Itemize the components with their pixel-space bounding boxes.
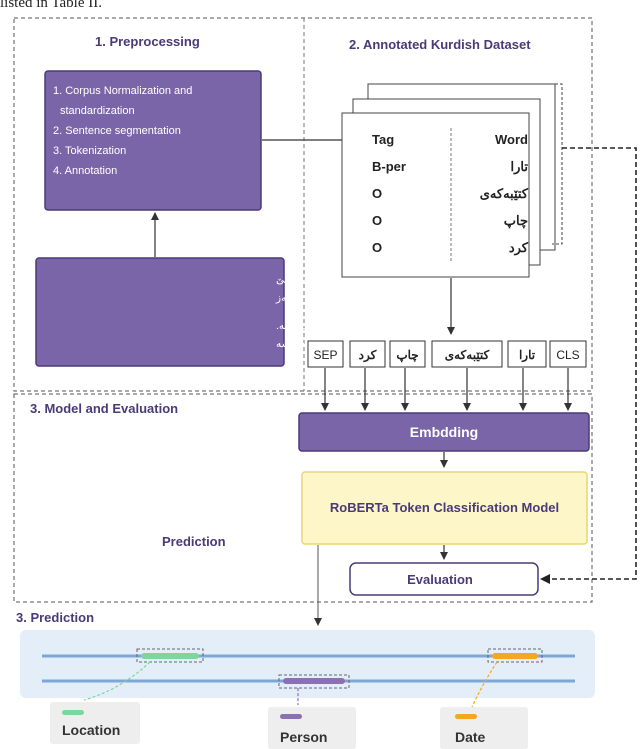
feedback-dashed-arrow bbox=[548, 147, 637, 580]
person-highlight-frame bbox=[278, 674, 350, 689]
prediction-title: 3. Prediction bbox=[16, 610, 94, 625]
dataset-header-tag: Tag bbox=[372, 132, 394, 147]
date-highlight bbox=[492, 653, 538, 659]
model-frame bbox=[13, 393, 593, 603]
model-title: 3. Model and Evaluation bbox=[30, 401, 178, 416]
token-sep-box bbox=[307, 340, 344, 368]
kurdish-line-2: جیاوازی ئاین و ڕەنگ و ڕەگەز bbox=[275, 291, 404, 304]
dataset-word-4: کرد bbox=[509, 240, 529, 256]
preprocessing-box bbox=[44, 70, 262, 211]
token-3: کتێبەکەی bbox=[445, 348, 490, 362]
model-label: RoBERTa Token Classification Model bbox=[330, 500, 559, 515]
token-3-box bbox=[431, 340, 503, 368]
evaluation-box bbox=[349, 562, 539, 596]
token-2: چاپ bbox=[396, 348, 418, 362]
legend-person-swatch bbox=[280, 714, 302, 719]
preprocessing-step-4: 4. Annotation bbox=[53, 165, 117, 177]
date-connector bbox=[471, 661, 498, 708]
dataset-page-front bbox=[341, 112, 530, 278]
person-highlight bbox=[283, 678, 345, 684]
model-box bbox=[301, 471, 588, 545]
dataset-word-2: کتێبەکەی bbox=[480, 186, 529, 201]
token-4: تارا bbox=[519, 348, 536, 363]
token-1-box bbox=[349, 340, 386, 368]
caption-fragment: listed in Table II. bbox=[0, 0, 102, 11]
dataset-tag-3: O bbox=[372, 213, 382, 228]
token-2-box bbox=[389, 340, 426, 368]
prediction-panel bbox=[20, 630, 595, 698]
location-connector bbox=[83, 661, 151, 701]
dataset-word-3: چاپ bbox=[504, 213, 528, 229]
preprocessing-step-2: 2. Sentence segmentation bbox=[53, 125, 181, 137]
location-highlight bbox=[141, 653, 199, 659]
token-sep: SEP bbox=[313, 348, 337, 362]
token-1: کرد bbox=[359, 348, 377, 363]
legend-date-swatch bbox=[455, 714, 477, 719]
kurdish-text-box bbox=[35, 257, 285, 367]
preprocessing-step-1-cont: standardization bbox=[60, 105, 135, 117]
token-cls: CLS bbox=[556, 348, 579, 362]
legend-person-label: Person bbox=[280, 729, 327, 745]
legend-location-swatch bbox=[62, 710, 84, 715]
token-4-box bbox=[507, 340, 547, 368]
dataset-title: 2. Annotated Kurdish Dataset bbox=[349, 37, 531, 52]
dataset-tag-2: O bbox=[372, 186, 382, 201]
dataset-word-1: تارا bbox=[511, 159, 529, 175]
token-cls-box bbox=[549, 340, 587, 368]
prediction-side-label: Prediction bbox=[162, 534, 226, 549]
dataset-tag-1: B-per bbox=[372, 159, 406, 174]
embedding-box bbox=[298, 412, 590, 452]
preprocessing-step-3: 3. Tokenization bbox=[53, 145, 126, 157]
legend-date-label: Date bbox=[455, 729, 486, 745]
location-highlight-frame bbox=[136, 648, 204, 663]
preprocessing-title: 1. Preprocessing bbox=[95, 34, 200, 49]
kurdish-line-3: شاری کەرکوک جیا لەوەی دڵی کوردستانە. bbox=[276, 318, 456, 332]
dataset-header-word: Word bbox=[495, 132, 528, 147]
legend-location-label: Location bbox=[62, 722, 120, 738]
dataset-tag-4: O bbox=[372, 240, 382, 255]
embedding-label: Embdding bbox=[410, 424, 478, 440]
top-frame bbox=[13, 17, 593, 392]
dataset-page-dashed-edge bbox=[540, 83, 563, 245]
feedback-arrow-head bbox=[540, 574, 550, 584]
date-highlight-frame bbox=[487, 648, 543, 663]
preprocessing-step-1: 1. Corpus Normalization and bbox=[53, 85, 192, 97]
evaluation-label: Evaluation bbox=[407, 572, 473, 587]
